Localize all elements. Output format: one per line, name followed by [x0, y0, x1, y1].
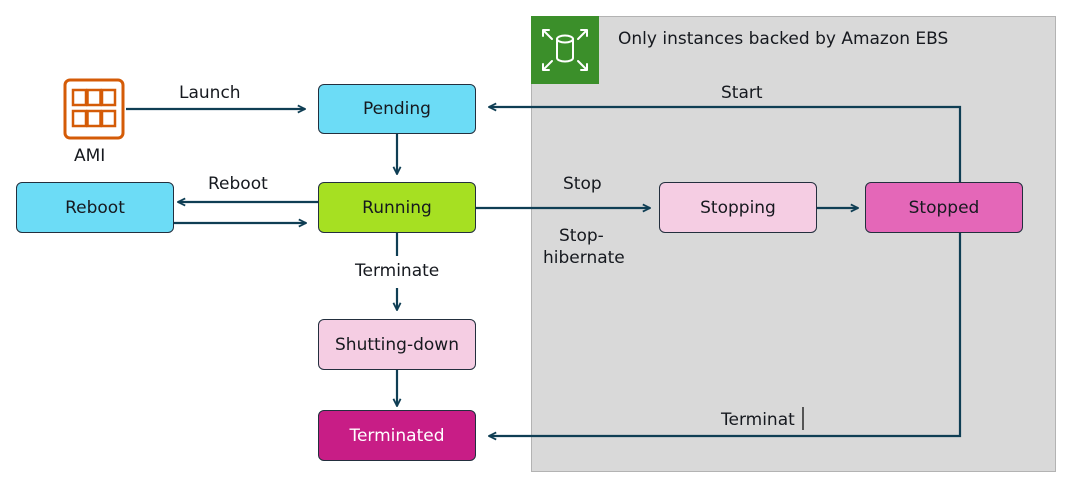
launch-label: Launch	[179, 83, 241, 103]
ebs-panel-title: Only instances backed by Amazon EBS	[618, 29, 949, 49]
state-pending: Pending	[318, 84, 476, 134]
ami-label: AMI	[74, 146, 106, 166]
state-stopped: Stopped	[865, 182, 1023, 233]
start-label: Start	[721, 83, 763, 103]
state-terminated: Terminated	[318, 410, 476, 461]
ebs-badge	[531, 16, 599, 84]
ebs-volume-icon	[542, 29, 588, 71]
state-stopping: Stopping	[659, 182, 817, 233]
stopped-terminate-arrow	[489, 233, 962, 436]
state-running: Running	[318, 182, 476, 233]
terminate-stopped-label: Terminat	[721, 410, 795, 430]
stop-hibernate-label-line1: Stop-	[559, 226, 604, 246]
stop-hibernate-label-line2: hibernate	[543, 248, 625, 268]
text-cursor	[802, 407, 804, 430]
reboot-label: Reboot	[208, 174, 268, 194]
state-reboot: Reboot	[16, 182, 174, 233]
ami-icon	[63, 78, 125, 140]
state-shutting-down: Shutting-down	[318, 319, 476, 370]
stop-label: Stop	[563, 174, 602, 194]
start-arrow	[489, 107, 962, 182]
terminate-label: Terminate	[355, 261, 440, 281]
ebs-panel	[531, 16, 1056, 472]
